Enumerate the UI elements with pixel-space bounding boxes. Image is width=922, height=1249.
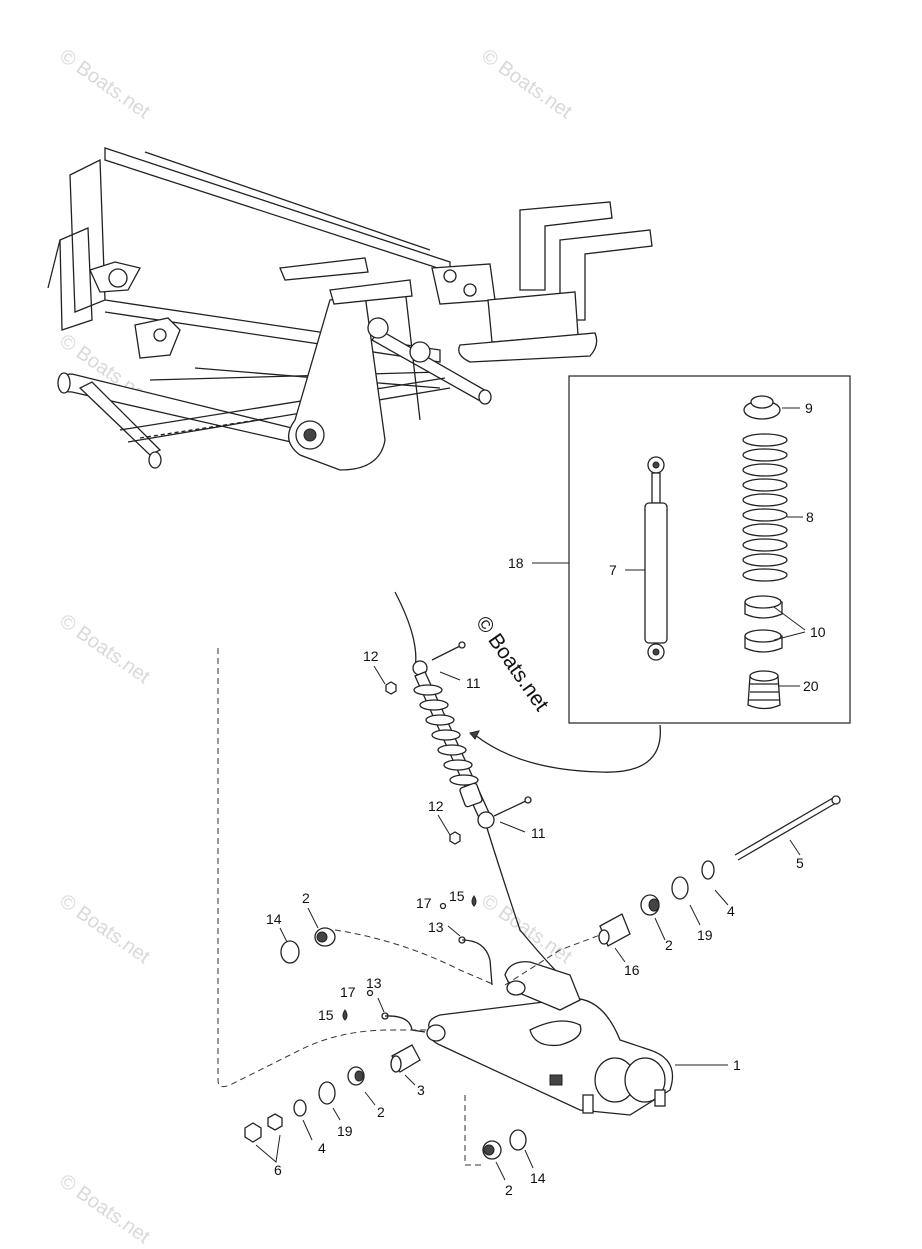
ring-part-14-bottom — [509, 1129, 527, 1151]
callout-19: 19 — [337, 1123, 353, 1139]
callout-12: 12 — [363, 648, 379, 664]
callout-10: 10 — [810, 624, 826, 640]
pivot-bolt-part-5 — [734, 795, 841, 861]
callout-13: 13 — [428, 919, 444, 935]
shock-detail-box — [568, 375, 851, 724]
callout-19: 19 — [697, 927, 713, 943]
callout-15: 15 — [318, 1007, 334, 1023]
callout-9: 9 — [805, 400, 813, 416]
grease-fitting-part-13-upper — [458, 936, 493, 986]
callout-3: 3 — [417, 1082, 425, 1098]
callout-7: 7 — [609, 562, 617, 578]
adjuster-ring-part-10 — [744, 595, 783, 653]
shock-absorber-installed — [385, 591, 661, 976]
bump-stop-part-20 — [747, 670, 781, 710]
callout-14: 14 — [530, 1170, 546, 1186]
spacer-part-16 — [598, 913, 631, 947]
callout-5: 5 — [796, 855, 804, 871]
callout-15: 15 — [449, 888, 465, 904]
callout-2: 2 — [377, 1104, 385, 1120]
bushing-part-2-right — [640, 894, 660, 916]
parts-diagram: 1 2 2 2 2 3 4 4 5 6 7 8 9 10 11 11 12 12… — [47, 147, 851, 1198]
callout-1: 1 — [733, 1057, 741, 1073]
callout-2: 2 — [505, 1182, 513, 1198]
ring-part-19-left — [318, 1081, 336, 1105]
grease-fitting-part-13-lower — [381, 1012, 426, 1033]
callout-4: 4 — [318, 1140, 326, 1156]
callout-18: 18 — [508, 555, 524, 571]
callout-20: 20 — [803, 678, 819, 694]
callout-17: 17 — [416, 895, 432, 911]
lubricant-part-15 — [342, 895, 477, 1021]
callout-11: 11 — [466, 675, 481, 691]
bushing-part-2-bottom — [482, 1140, 502, 1160]
callout-17: 17 — [340, 984, 356, 1000]
bushing-part-2-lower-left — [347, 1066, 365, 1086]
spring-part-8 — [742, 433, 788, 582]
callout-8: 8 — [806, 509, 814, 525]
damper-part-7 — [644, 456, 668, 661]
callout-16: 16 — [624, 962, 640, 978]
callout-14: 14 — [266, 911, 282, 927]
callout-6: 6 — [274, 1162, 282, 1178]
nut-part-6 — [244, 1113, 283, 1143]
callout-11: 11 — [531, 825, 546, 841]
ring-part-14-upper-left — [280, 940, 300, 964]
callout-4: 4 — [727, 903, 735, 919]
callout-12: 12 — [428, 798, 444, 814]
callout-2: 2 — [665, 937, 673, 953]
frame-assembly — [47, 147, 653, 471]
suspension-arm-part-1 — [426, 961, 674, 1116]
cap-part-17 — [366, 902, 447, 997]
washer-part-4-left — [293, 1099, 307, 1117]
callout-2: 2 — [302, 890, 310, 906]
ring-part-19-right — [671, 876, 689, 900]
washer-part-4-right — [701, 860, 715, 880]
bushing-part-2-upper-left — [314, 927, 336, 947]
spring-cup-part-9 — [743, 395, 781, 420]
spacer-part-3 — [390, 1044, 421, 1073]
callout-13: 13 — [366, 975, 382, 991]
